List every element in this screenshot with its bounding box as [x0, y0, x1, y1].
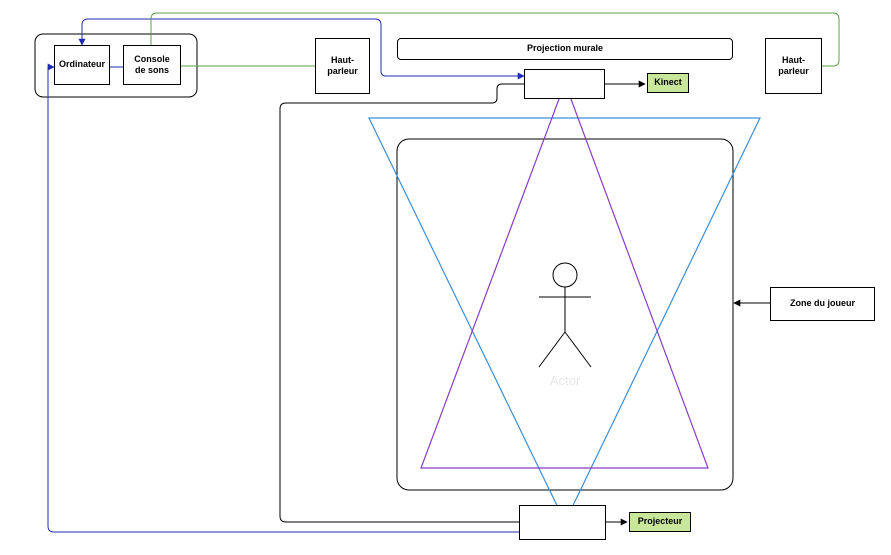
left-speaker-label: Haut- parleur: [327, 54, 358, 76]
right-speaker-label: Haut- parleur: [778, 54, 809, 76]
sound-console-box[interactable]: Console de sons: [123, 45, 181, 85]
computer-to-projector-link: [47, 63, 519, 533]
sound-console-label: Console de sons: [134, 53, 170, 75]
projector-device-box[interactable]: [519, 505, 606, 540]
kinect-tag[interactable]: Kinect: [647, 73, 689, 93]
kinect-to-computer-link: [78, 18, 525, 80]
right-speaker-box[interactable]: Haut- parleur: [765, 38, 822, 94]
player-zone-label-box[interactable]: Zone du joueur: [770, 287, 875, 321]
player-zone-label: Zone du joueur: [790, 298, 855, 309]
player-zone-frame: [396, 138, 734, 491]
actor-right-leg: [564, 331, 592, 368]
console-right-speaker-link: [150, 12, 840, 67]
sensor-projector-cable: [279, 83, 524, 523]
computer-box[interactable]: Ordinateur: [54, 45, 110, 85]
actor-head: [552, 262, 578, 288]
kinect-cone: [420, 81, 709, 469]
wall-projection-label: Projection murale: [526, 43, 604, 54]
kinect-sensor-box[interactable]: [524, 69, 605, 99]
wall-projection-box[interactable]: Projection murale: [397, 38, 733, 60]
left-speaker-box[interactable]: Haut- parleur: [315, 38, 370, 94]
actor-figure: [538, 262, 592, 368]
projector-label: Projecteur: [637, 516, 683, 527]
actor-caption: Actor: [549, 373, 581, 388]
computer-label: Ordinateur: [58, 59, 105, 70]
kinect-label: Kinect: [654, 77, 682, 88]
projector-tag[interactable]: Projecteur: [629, 512, 691, 532]
actor-left-leg: [538, 331, 566, 368]
projector-cone: [368, 117, 761, 524]
